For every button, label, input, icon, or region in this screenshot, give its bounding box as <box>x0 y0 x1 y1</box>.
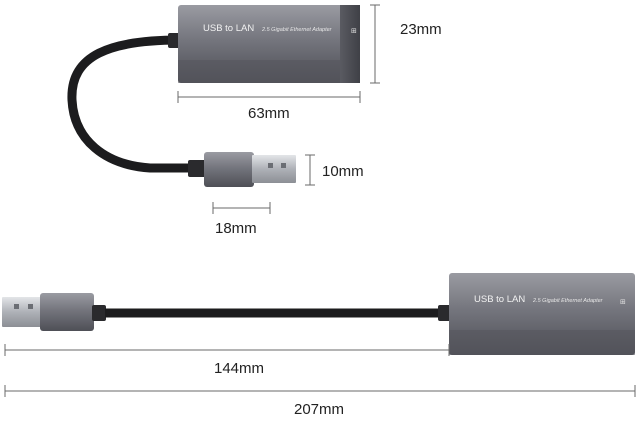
dim-cable-length <box>4 344 450 356</box>
bottom-adapter-housing: USB to LAN 2.5 Gigabit Ethernet Adapter … <box>449 273 635 355</box>
dim-adapter-length <box>177 91 361 103</box>
bottom-adapter-view: USB to LAN 2.5 Gigabit Ethernet Adapter … <box>2 273 636 418</box>
top-usb-plug <box>188 152 296 187</box>
dim-adapter-height <box>370 4 380 84</box>
bottom-network-icon: ⊞ <box>620 298 626 306</box>
bottom-usb-plug <box>2 293 106 331</box>
dim-plug-height <box>305 154 315 186</box>
dim-total-length <box>4 385 636 397</box>
dim-total-length-label: 207mm <box>294 401 344 418</box>
bottom-strain-relief <box>438 305 452 321</box>
top-network-icon: ⊞ <box>351 27 357 35</box>
dim-cable-length-label: 144mm <box>214 360 264 377</box>
dim-plug-length <box>212 202 271 214</box>
top-brand-text: USB to LAN <box>203 23 254 34</box>
dim-plug-length-label: 18mm <box>215 220 257 237</box>
top-adapter-housing: USB to LAN 2.5 Gigabit Ethernet Adapter … <box>178 5 360 83</box>
dim-adapter-length-label: 63mm <box>248 105 290 122</box>
dim-adapter-height-label: 23mm <box>400 21 442 38</box>
top-cable <box>67 35 200 173</box>
top-subtitle-text: 2.5 Gigabit Ethernet Adapter <box>261 27 333 33</box>
bottom-brand-text: USB to LAN <box>474 294 525 305</box>
bottom-subtitle-text: 2.5 Gigabit Ethernet Adapter <box>532 298 604 304</box>
top-adapter-view: USB to LAN 2.5 Gigabit Ethernet Adapter … <box>67 4 442 237</box>
dim-plug-height-label: 10mm <box>322 163 364 180</box>
